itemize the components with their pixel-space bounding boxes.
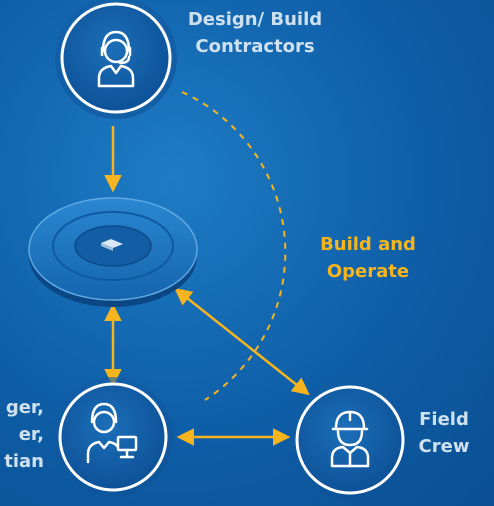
manager-label-line-2: er, [18, 424, 44, 445]
node-field-crew [290, 380, 410, 500]
arrow-platform-fieldcrew [174, 287, 310, 396]
field-crew-label-line-1: Field [419, 409, 469, 430]
node-manager [53, 377, 173, 497]
field-crew-label-line-2: Crew [418, 436, 470, 457]
manager-label-line-3: tian [4, 451, 44, 472]
build-operate-label-line-2: Operate [326, 261, 410, 282]
build-operate-label: Build and Operate [305, 231, 431, 285]
person-headset-icon [97, 30, 135, 88]
platform-disc [28, 197, 198, 307]
platform-disc-icon [101, 239, 123, 251]
worker-hardhat-icon [330, 410, 370, 468]
node-design-build [55, 0, 177, 119]
manager-label: ger, er, tian [0, 394, 44, 475]
field-crew-label: Field Crew [412, 406, 476, 460]
build-operate-label-line-1: Build and [320, 234, 416, 255]
person-computer-icon [86, 402, 138, 464]
design-build-label: Design/ Build Contractors [160, 6, 350, 60]
manager-label-line-1: ger, [5, 397, 44, 418]
design-build-label-line-1: Design/ Build [187, 9, 323, 30]
design-build-label-line-2: Contractors [195, 36, 315, 57]
